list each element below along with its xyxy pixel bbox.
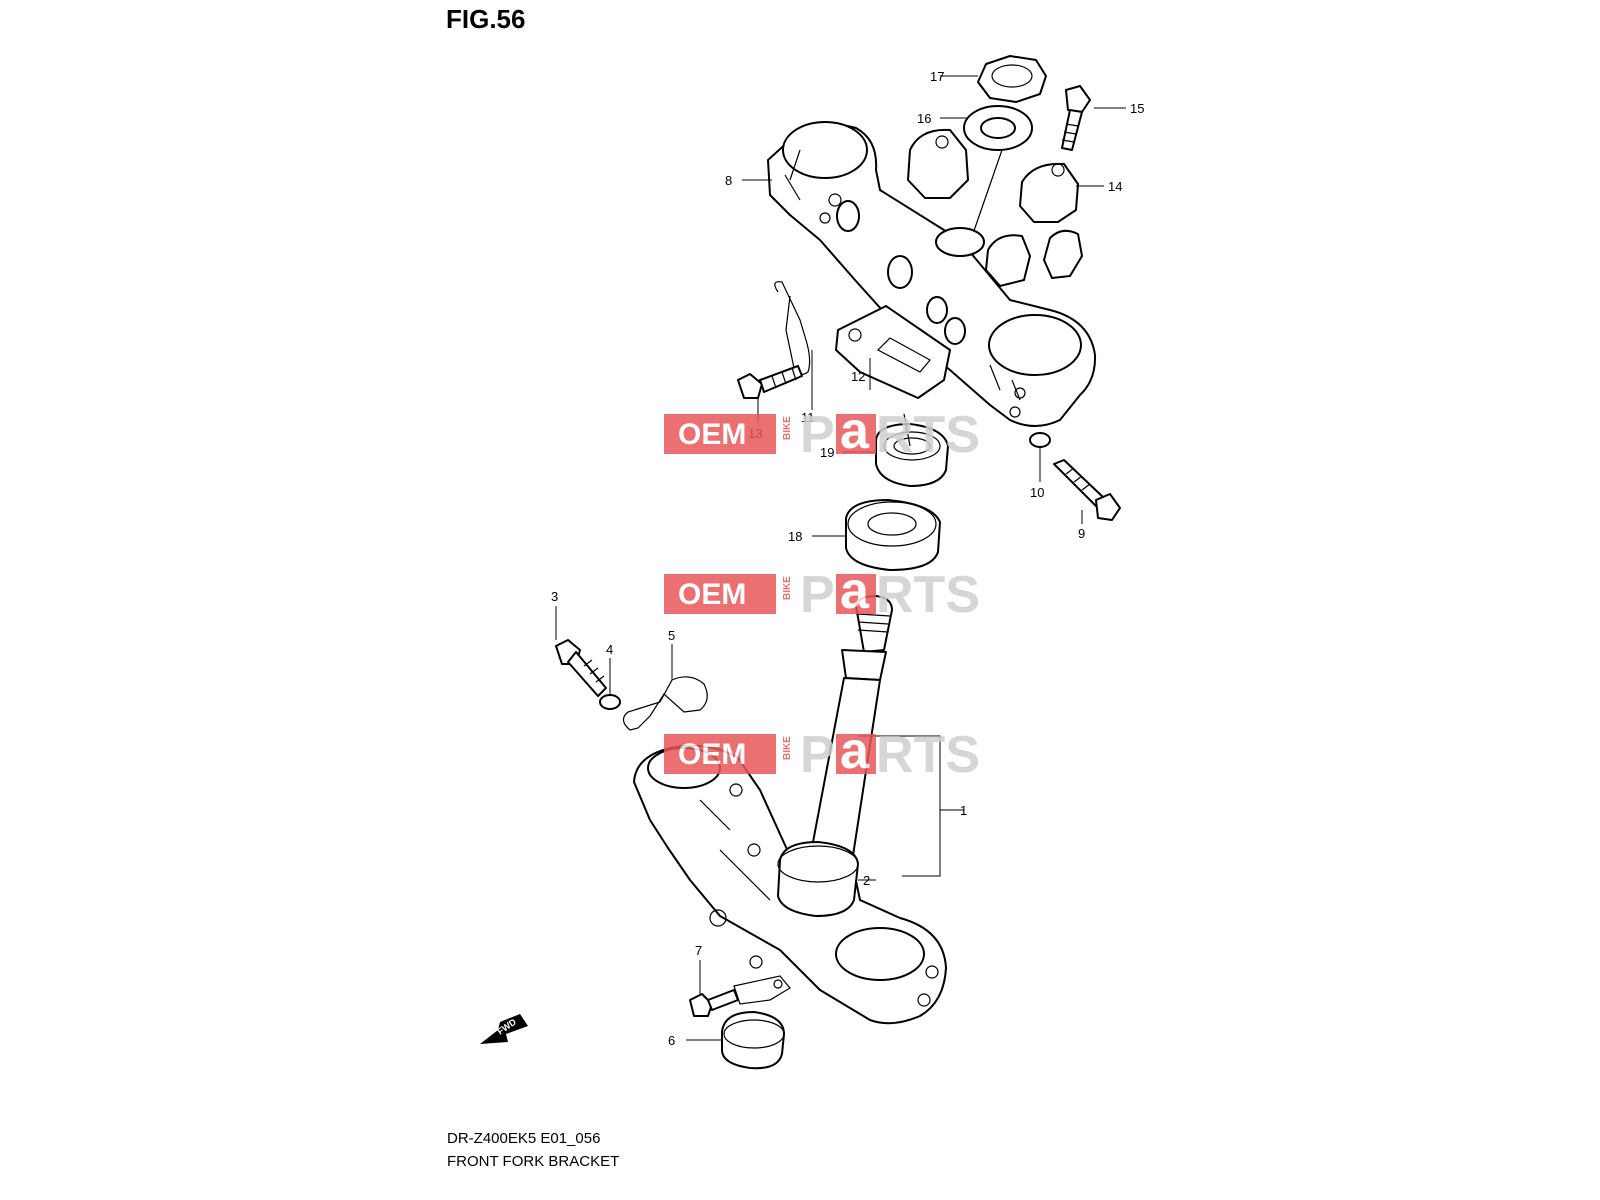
callout-10: 10 (1030, 485, 1044, 500)
callout-3: 3 (551, 589, 558, 604)
callout-4: 4 (606, 642, 613, 657)
watermark-oem: OEM (678, 418, 746, 451)
washer-10 (1029, 432, 1051, 448)
callout-1: 1 (960, 803, 967, 818)
bolt-9 (1053, 459, 1121, 521)
nut-17 (977, 55, 1047, 103)
watermark-bike: BIKE (782, 576, 793, 600)
model-code: DR-Z400EK5 E01_056 (447, 1130, 601, 1147)
cable-bracket (733, 975, 791, 1005)
bolt-7 (689, 989, 739, 1017)
watermark-p: P (800, 726, 835, 784)
watermark-oem: OEM (678, 738, 746, 771)
watermark-a: a (840, 562, 870, 620)
bolt-15 (1061, 85, 1091, 151)
forward-arrow-icon: FWD (480, 1014, 528, 1044)
watermark-a-block (836, 574, 876, 614)
watermark-a: a (840, 722, 870, 780)
callout-5: 5 (668, 628, 675, 643)
cable-guide-12 (835, 305, 951, 399)
watermark-rts: RTS (876, 406, 980, 464)
steering-nut-19 (875, 413, 949, 487)
callout-6: 6 (668, 1033, 675, 1048)
watermark-a-block (836, 734, 876, 774)
callout-11: 11 (801, 410, 815, 425)
watermark-bike: BIKE (782, 416, 793, 440)
callout-12: 12 (851, 369, 865, 384)
callout-8: 8 (725, 173, 732, 188)
watermark-oem: OEM (678, 578, 746, 611)
bearing-18 (845, 499, 941, 571)
callout-14: 14 (1108, 179, 1122, 194)
watermark-rts: RTS (876, 726, 980, 784)
stem-axis-line (935, 149, 1003, 257)
callout-19: 19 (820, 445, 834, 460)
bolt-13 (737, 365, 803, 399)
watermark-red-block (664, 414, 776, 454)
watermark-a: a (840, 402, 870, 460)
assembly-name: FRONT FORK BRACKET (447, 1153, 620, 1170)
bearing-2 (777, 841, 859, 917)
watermark-1: OEM BIKE P a RTS (664, 402, 980, 464)
washer-16 (963, 105, 1033, 151)
callout-18: 18 (788, 529, 802, 544)
figure-title: FIG.56 (446, 4, 526, 34)
watermark-p: P (800, 566, 835, 624)
watermark-red-block (664, 574, 776, 614)
watermark-red-block (664, 734, 776, 774)
watermark-3: OEM BIKE P a RTS (664, 722, 980, 784)
watermark-p: P (800, 406, 835, 464)
watermark-rts: RTS (876, 566, 980, 624)
wire-clamp-5 (622, 676, 708, 731)
watermark-a-block (836, 414, 876, 454)
callout-15: 15 (1130, 101, 1144, 116)
washer-4 (599, 694, 621, 710)
callout-16: 16 (917, 111, 931, 126)
callout-2: 2 (863, 873, 870, 888)
clamp-6 (721, 1011, 785, 1070)
watermark-bike: BIKE (782, 736, 793, 760)
clip-11 (774, 281, 811, 375)
handlebar-holder-upper (907, 128, 1083, 287)
callout-7: 7 (695, 943, 702, 958)
callout-17: 17 (930, 69, 944, 84)
bolt-3 (555, 639, 607, 697)
bracket-bushings (836, 200, 966, 345)
callout-9: 9 (1078, 526, 1085, 541)
watermark-2: OEM BIKE P a RTS (664, 562, 980, 624)
